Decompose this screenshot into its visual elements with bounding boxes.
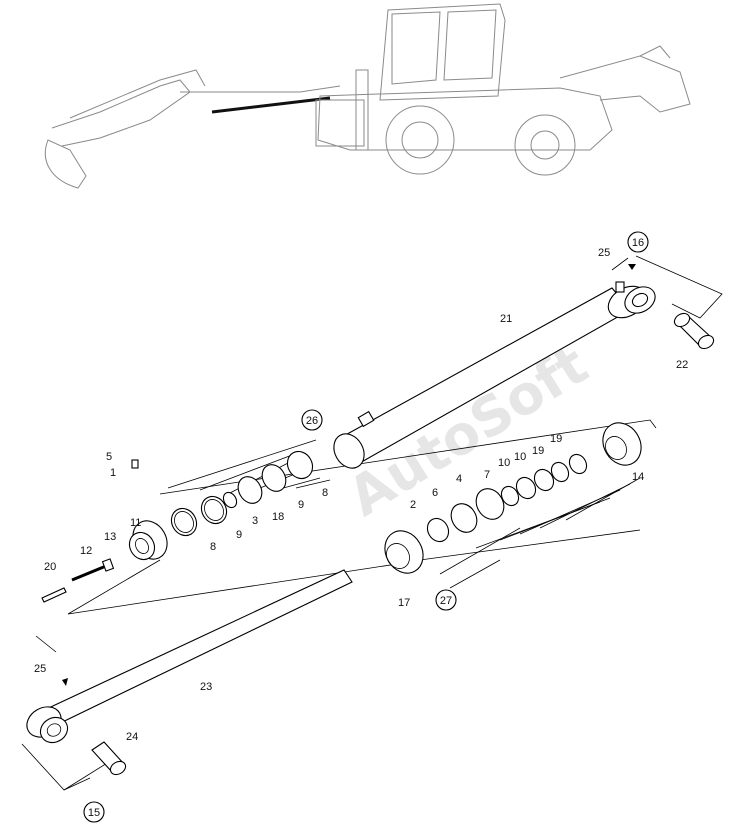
label-4: 4 — [456, 473, 462, 485]
callout-16-text: 16 — [632, 237, 644, 249]
label-7: 7 — [484, 469, 490, 481]
label-13: 13 — [104, 531, 116, 543]
bolt-and-nut — [41, 459, 139, 603]
grease-nipple-marker-top — [628, 264, 636, 270]
label-10-right: 10 — [514, 451, 526, 463]
label-11: 11 — [130, 517, 141, 529]
label-8-lower: 8 — [210, 541, 216, 553]
callout-27-text: 27 — [440, 595, 452, 607]
backhoe-machine-illustration — [44, 3, 691, 189]
label-19-right: 19 — [550, 433, 562, 445]
label-8-upper: 8 — [322, 487, 328, 499]
callout-15-text: 15 — [88, 807, 100, 819]
label-21: 21 — [500, 313, 512, 325]
label-22: 22 — [676, 359, 688, 371]
label-12: 12 — [80, 545, 92, 557]
piston-14 — [426, 422, 642, 543]
bushing-24 — [91, 741, 127, 776]
label-17: 17 — [398, 597, 410, 609]
label-1: 1 — [110, 467, 116, 479]
label-6: 6 — [432, 487, 438, 499]
piston-rod-23 — [26, 569, 353, 744]
label-24: 24 — [126, 731, 138, 743]
callout-26: 26 — [301, 409, 323, 431]
callout-26-text: 26 — [306, 415, 318, 427]
cylinder-barrel — [333, 281, 656, 469]
rod-gland-11 — [128, 520, 168, 561]
label-9-upper: 9 — [298, 499, 304, 511]
grease-nipple-marker-bottom — [62, 678, 68, 686]
label-2: 2 — [410, 499, 416, 511]
label-9-lower: 9 — [236, 529, 242, 541]
label-25-top: 25 — [598, 247, 610, 259]
label-20: 20 — [44, 561, 56, 573]
label-3: 3 — [252, 515, 258, 527]
label-10-left: 10 — [498, 457, 510, 469]
label-18: 18 — [272, 511, 284, 523]
label-19-left: 19 — [532, 445, 544, 457]
callout-27: 27 — [435, 589, 457, 611]
callout-15: 15 — [83, 801, 105, 823]
label-5: 5 — [106, 451, 112, 463]
rod-nut-17 — [384, 530, 424, 574]
rod-seal-rings — [170, 450, 314, 537]
callout-16: 16 — [627, 231, 649, 253]
bushing-22 — [673, 312, 715, 350]
label-14: 14 — [632, 471, 644, 483]
label-25-bottom: 25 — [34, 663, 46, 675]
label-23: 23 — [200, 681, 212, 693]
